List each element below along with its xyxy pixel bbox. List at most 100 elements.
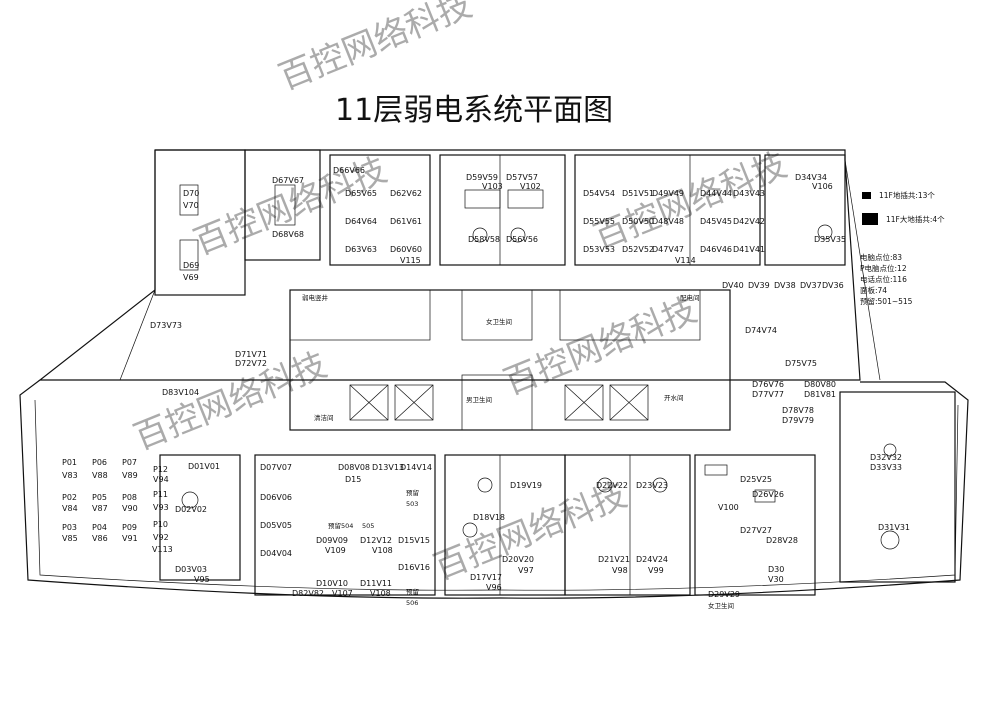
room-label: D06V06 xyxy=(260,493,292,502)
room-label: D11V11 xyxy=(360,579,392,588)
legend-item-large: 11F大地插共:4个 xyxy=(862,213,992,225)
room-label: D70 xyxy=(183,189,199,198)
room-label: D09V09 xyxy=(316,536,348,545)
room-label: V90 xyxy=(122,504,138,513)
room-label: D15 xyxy=(345,475,361,484)
room-label: D44V44 xyxy=(700,189,732,198)
room-label: 506 xyxy=(406,599,418,607)
room-label: V83 xyxy=(62,471,78,480)
room-label: D32V32 xyxy=(870,453,902,462)
room-label: D75V75 xyxy=(785,359,817,368)
stats-panel: 电脑点位:83 P电脑点位:12 电话点位:116 面板:74 预留:501~5… xyxy=(860,252,912,307)
room-label: D56V56 xyxy=(506,235,538,244)
room-label: D48V48 xyxy=(652,217,684,226)
room-label: P05 xyxy=(92,493,107,502)
room-label: 预留 xyxy=(406,587,419,596)
legend-item-small: 11F地插共:13个 xyxy=(862,190,992,201)
large-floor-box-icon xyxy=(862,213,878,225)
room-label: D57V57 xyxy=(506,173,538,182)
room-label: D25V25 xyxy=(740,475,772,484)
room-label: D61V61 xyxy=(390,217,422,226)
room-label: P12 xyxy=(153,465,168,474)
room-label: D22V22 xyxy=(596,481,628,490)
room-label: V97 xyxy=(518,566,534,575)
stat-line: 电话点位:116 xyxy=(860,275,907,284)
room-label: D34V34 xyxy=(795,173,827,182)
room-label: D24V24 xyxy=(636,555,668,564)
room-label: D16V16 xyxy=(398,563,430,572)
room-label: D30 xyxy=(768,565,784,574)
room-label: D08V08 xyxy=(338,463,370,472)
room-label: V69 xyxy=(183,273,199,282)
room-label: D65V65 xyxy=(345,189,377,198)
room-label: D33V33 xyxy=(870,463,902,472)
room-label: D62V62 xyxy=(390,189,422,198)
room-label: V85 xyxy=(62,534,78,543)
room-label: 女卫生间 xyxy=(708,601,734,610)
room-label: V113 xyxy=(152,545,173,554)
room-label: P04 xyxy=(92,523,107,532)
room-label: D83V104 xyxy=(162,388,199,397)
room-label: D14V14 xyxy=(400,463,432,472)
room-label: D54V54 xyxy=(583,189,615,198)
room-label: D73V73 xyxy=(150,321,182,330)
room-label: D76V76 xyxy=(752,380,784,389)
room-label: D63V63 xyxy=(345,245,377,254)
room-label: 男卫生间 xyxy=(466,395,492,404)
room-label: V98 xyxy=(612,566,628,575)
room-label: V92 xyxy=(153,533,169,542)
room-label: D60V60 xyxy=(390,245,422,254)
room-label: P07 xyxy=(122,458,137,467)
room-label: D43V43 xyxy=(733,189,765,198)
legend-large-label: 11F大地插共:4个 xyxy=(886,214,945,224)
room-label: D27V27 xyxy=(740,526,772,535)
room-label: V88 xyxy=(92,471,108,480)
room-label: P08 xyxy=(122,493,137,502)
legend: 11F地插共:13个 11F大地插共:4个 xyxy=(862,190,992,237)
room-label: P11 xyxy=(153,490,168,499)
room-label: D10V10 xyxy=(316,579,348,588)
watermark-text: 百控网络科技 xyxy=(273,0,477,98)
room-label: D20V20 xyxy=(502,555,534,564)
room-label: D26V26 xyxy=(752,490,784,499)
room-label: D46V46 xyxy=(700,245,732,254)
room-label: D52V52 xyxy=(622,245,654,254)
room-label: D55V55 xyxy=(583,217,615,226)
room-label: D02V02 xyxy=(175,505,207,514)
room-label: P01 xyxy=(62,458,77,467)
room-label: D35V35 xyxy=(814,235,846,244)
room-label: D47V47 xyxy=(652,245,684,254)
room-label: D68V68 xyxy=(272,230,304,239)
room-label: D07V07 xyxy=(260,463,292,472)
room-label: V86 xyxy=(92,534,108,543)
room-label: V109 xyxy=(325,546,346,555)
room-label: D05V05 xyxy=(260,521,292,530)
legend-small-label: 11F地插共:13个 xyxy=(879,191,935,200)
bottom-rooms xyxy=(159,391,956,596)
room-label: V95 xyxy=(194,575,210,584)
room-label: D72V72 xyxy=(235,359,267,368)
top-rooms xyxy=(154,149,846,296)
room-label: 预留504 xyxy=(328,521,353,530)
watermark-text: 百控网络科技 xyxy=(588,145,792,259)
room-label: D19V19 xyxy=(510,481,542,490)
room-label: D12V12 xyxy=(360,536,392,545)
room-label: DV38 xyxy=(774,281,796,290)
room-label: V106 xyxy=(812,182,833,191)
room-label: D53V53 xyxy=(583,245,615,254)
room-label: P02 xyxy=(62,493,77,502)
stat-line: 电脑点位:83 xyxy=(860,253,903,262)
room-label: P03 xyxy=(62,523,77,532)
room-label: 505 xyxy=(362,522,374,530)
stat-line: P电脑点位:12 xyxy=(860,264,907,273)
room-label: 女卫生间 xyxy=(486,317,512,326)
room-label: D18V18 xyxy=(473,513,505,522)
room-label: D15V15 xyxy=(398,536,430,545)
room-label: D49V49 xyxy=(652,189,684,198)
room-label: D50V50 xyxy=(622,217,654,226)
room-label: V114 xyxy=(675,256,696,265)
page-title: 11层弱电系统平面图 xyxy=(335,93,613,128)
room-label: 弱电竖井 xyxy=(302,293,329,302)
room-label: V93 xyxy=(153,503,169,512)
room-label: 开水间 xyxy=(664,393,684,402)
